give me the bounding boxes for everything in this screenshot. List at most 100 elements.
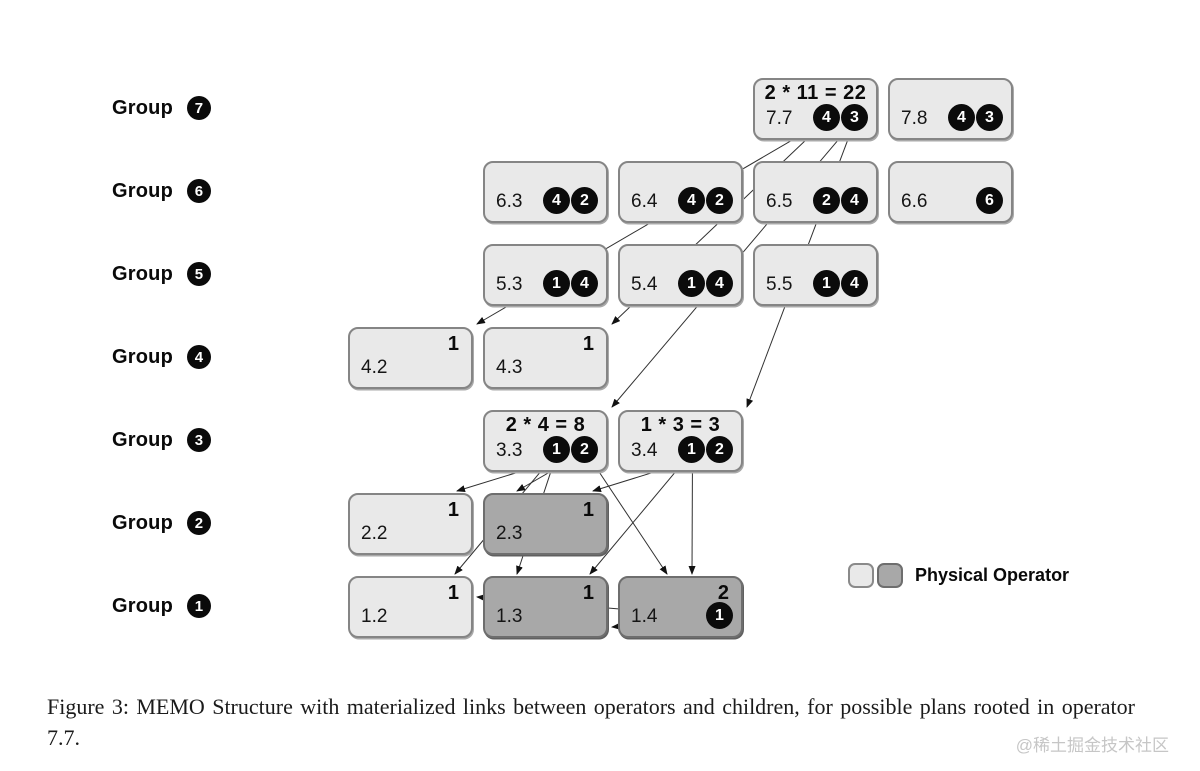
- child-group-links: 6: [975, 187, 1003, 214]
- operator-id: 4.3: [496, 357, 523, 378]
- plan-count: 1: [447, 499, 459, 521]
- operator-id: 2.2: [361, 523, 388, 544]
- child-group-link-4: 4: [813, 104, 840, 131]
- child-group-link-2: 2: [571, 187, 598, 214]
- watermark: @稀土掘金技术社区: [1015, 736, 1169, 755]
- operator-id: 6.5: [766, 191, 793, 212]
- group-label-text: Group: [112, 428, 173, 451]
- operator-id: 3.3: [496, 440, 523, 461]
- legend-dark-swatch: [877, 563, 903, 588]
- child-group-link-2: 2: [706, 187, 733, 214]
- operator-id: 1.4: [631, 606, 658, 627]
- group-label-4: Group 4: [112, 344, 211, 370]
- operator-id: 6.3: [496, 191, 523, 212]
- child-group-link-4: 4: [948, 104, 975, 131]
- group-label-3: Group 3: [112, 427, 211, 453]
- group-label-text: Group: [112, 511, 173, 534]
- group-label-text: Group: [112, 594, 173, 617]
- group-number-badge: 5: [187, 262, 211, 286]
- plan-count: 1: [582, 333, 594, 355]
- operator-id: 6.4: [631, 191, 658, 212]
- legend: Physical Operator: [848, 563, 1069, 588]
- operator-id: 4.2: [361, 357, 388, 378]
- group-label-7: Group 7: [112, 95, 211, 121]
- group-label-text: Group: [112, 345, 173, 368]
- child-group-link-3: 3: [976, 104, 1003, 131]
- plan-count: 1: [447, 582, 459, 604]
- group-label-5: Group 5: [112, 261, 211, 287]
- child-group-link-4: 4: [841, 187, 868, 214]
- operator-id: 7.7: [766, 108, 793, 129]
- child-group-link-1: 1: [813, 270, 840, 297]
- legend-light-swatch: [848, 563, 874, 588]
- child-group-link-3: 3: [841, 104, 868, 131]
- cost-formula: 1 * 3 = 3: [640, 414, 721, 436]
- plan-count: 1: [447, 333, 459, 355]
- plan-count: 1: [582, 499, 594, 521]
- group-number-badge: 7: [187, 96, 211, 120]
- child-group-link-1: 1: [543, 436, 570, 463]
- child-group-link-1: 1: [543, 270, 570, 297]
- child-group-link-2: 2: [571, 436, 598, 463]
- figure-caption: Figure 3: MEMO Structure with materializ…: [47, 694, 1135, 750]
- group-label-text: Group: [112, 96, 173, 119]
- operator-id: 6.6: [901, 191, 928, 212]
- operator-id: 7.8: [901, 108, 928, 129]
- operator-id: 1.2: [361, 606, 388, 627]
- group-number-badge: 2: [187, 511, 211, 535]
- group-number-badge: 1: [187, 594, 211, 618]
- group-label-2: Group 2: [112, 510, 211, 536]
- child-group-link-4: 4: [543, 187, 570, 214]
- child-group-link-4: 4: [678, 187, 705, 214]
- group-label-6: Group 6: [112, 178, 211, 204]
- group-label-text: Group: [112, 262, 173, 285]
- child-group-link-4: 4: [841, 270, 868, 297]
- group-number-badge: 4: [187, 345, 211, 369]
- child-group-link-4: 4: [706, 270, 733, 297]
- operator-id: 2.3: [496, 523, 523, 544]
- cost-formula: 2 * 11 = 22: [764, 82, 867, 104]
- child-group-link-2: 2: [813, 187, 840, 214]
- child-group-link-4: 4: [571, 270, 598, 297]
- group-label-1: Group 1: [112, 593, 211, 619]
- child-group-links: 1: [705, 602, 733, 629]
- operator-id: 5.4: [631, 274, 658, 295]
- operator-id: 5.3: [496, 274, 523, 295]
- group-label-text: Group: [112, 179, 173, 202]
- child-group-link-1: 1: [706, 602, 733, 629]
- group-number-badge: 6: [187, 179, 211, 203]
- child-group-link-6: 6: [976, 187, 1003, 214]
- operator-id: 1.3: [496, 606, 523, 627]
- child-group-link-1: 1: [678, 270, 705, 297]
- group-number-badge: 3: [187, 428, 211, 452]
- operator-id: 5.5: [766, 274, 793, 295]
- child-group-link-1: 1: [678, 436, 705, 463]
